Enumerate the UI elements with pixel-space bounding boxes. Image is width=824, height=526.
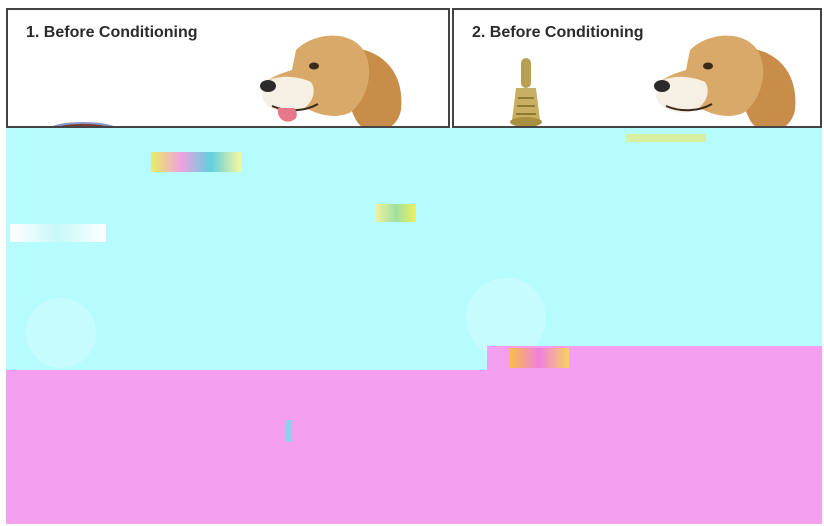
bell-icon (506, 58, 546, 128)
corrupted-region-pink (6, 370, 822, 524)
panel-title: 1. Before Conditioning (26, 24, 198, 42)
panel-before-conditioning-1: 1. Before Conditioning (6, 8, 450, 128)
food-bowl-icon (38, 118, 128, 128)
dog-head-icon (256, 20, 416, 128)
dog-head-icon (650, 20, 810, 128)
panel-before-conditioning-2: 2. Before Conditioning (452, 8, 822, 128)
corrupted-region-cyan (6, 128, 822, 370)
panel-title: 2. Before Conditioning (472, 24, 644, 42)
corrupted-region-pink-top (487, 346, 822, 372)
